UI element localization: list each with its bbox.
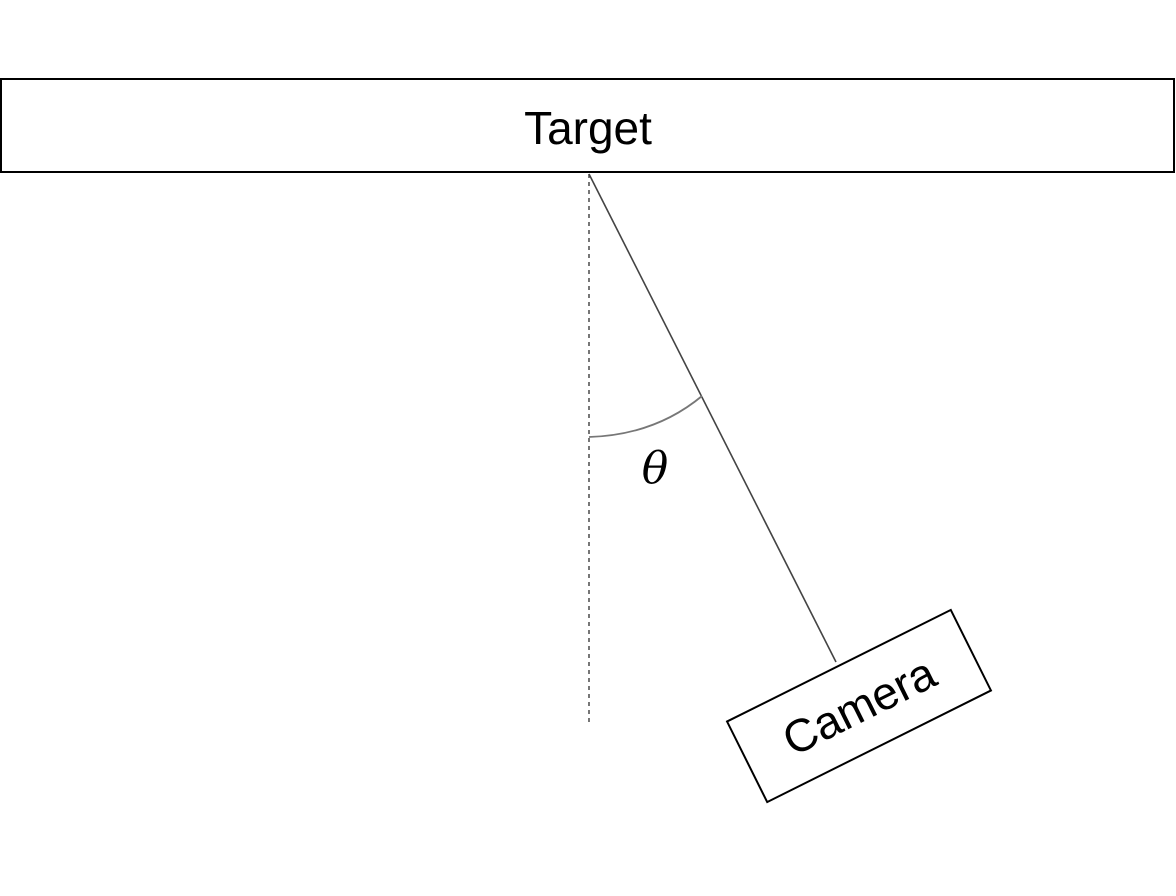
line-of-sight xyxy=(588,173,837,663)
angle-arc xyxy=(588,395,703,438)
camera: Camera xyxy=(725,608,993,804)
target: Target xyxy=(0,78,1175,173)
target-label: Target xyxy=(524,102,652,154)
camera-box xyxy=(725,608,993,804)
angle-label: θ xyxy=(642,443,669,494)
target-box xyxy=(0,78,1175,173)
